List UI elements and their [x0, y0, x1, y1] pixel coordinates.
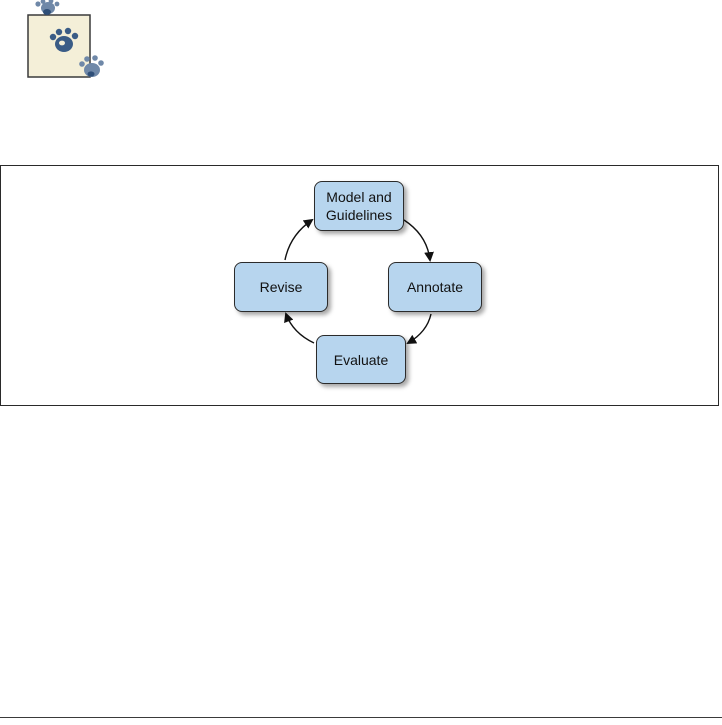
node-annotate: Annotate — [388, 262, 482, 312]
paw-prints-icon — [24, 0, 114, 88]
node-model-and-guidelines: Model and Guidelines — [314, 181, 404, 231]
node-revise: Revise — [234, 262, 328, 312]
node-evaluate: Evaluate — [316, 335, 406, 384]
page-bottom-rule — [0, 717, 722, 718]
